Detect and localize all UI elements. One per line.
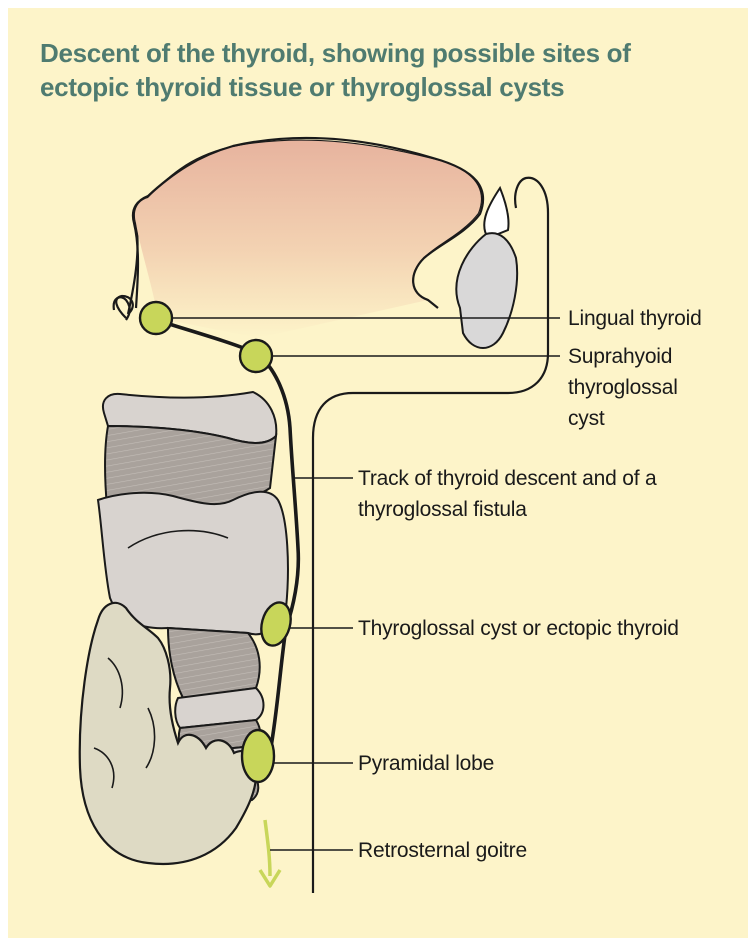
label-track-line-1: Track of thyroid descent and of a xyxy=(358,467,657,490)
label-pyramidal-lobe: Pyramidal lobe xyxy=(358,748,494,779)
lingual-thyroid-site xyxy=(138,300,174,336)
label-track-line-2: thyroglossal fistula xyxy=(358,498,527,521)
label-retrosternal-goitre: Retrosternal goitre xyxy=(358,835,527,866)
cricothyroid-membrane xyxy=(166,626,261,700)
label-track-descent: Track of thyroid descent and of a thyrog… xyxy=(358,463,657,525)
label-lingual-line-1: Lingual thyroid xyxy=(568,307,702,330)
pyramidal-lobe-site xyxy=(240,728,276,784)
tongue-outline xyxy=(112,136,485,321)
thyroid-notch-line xyxy=(127,529,229,549)
label-suprahyoid-line-1: Suprahyoid xyxy=(568,345,673,368)
label-suprahyoid-line-3: cyst xyxy=(568,407,605,430)
pharyngeal-wall xyxy=(455,232,519,349)
diagram-title: Descent of the thyroid, showing possible… xyxy=(40,36,720,104)
label-suprahyoid-line-2: thyroglossal xyxy=(568,376,678,399)
thyroid-lobule-line-3 xyxy=(145,707,156,769)
epiglottis xyxy=(483,185,510,240)
label-retrosternal-line-1: Retrosternal goitre xyxy=(358,839,527,862)
retrosternal-arrow xyxy=(263,819,272,877)
label-cyst-line-1: Thyroglossal cyst or ectopic thyroid xyxy=(358,617,679,640)
anatomy-illustration xyxy=(78,136,560,893)
posterior-pharynx-outline xyxy=(311,176,550,893)
label-pyramidal-line-1: Pyramidal lobe xyxy=(358,752,495,775)
thyroid-lobule-line-2 xyxy=(93,747,115,789)
thyroglossal-cyst-site xyxy=(260,601,292,647)
label-suprahyoid-cyst: Suprahyoid thyroglossal cyst xyxy=(568,341,678,434)
thyroid-lobule-line-1 xyxy=(107,657,124,709)
label-lingual-thyroid: Lingual thyroid xyxy=(568,303,702,334)
tongue-fill xyxy=(134,140,481,338)
title-line-2: ectopic thyroid tissue or thyroglossal c… xyxy=(40,72,565,102)
label-thyroglossal-cyst: Thyroglossal cyst or ectopic thyroid xyxy=(358,613,679,644)
suprahyoid-cyst-site xyxy=(238,338,274,374)
thyroid-cartilage xyxy=(96,490,289,636)
retrosternal-arrow-head xyxy=(258,869,282,888)
diagram-figure: Descent of the thyroid, showing possible… xyxy=(8,8,748,938)
title-line-1: Descent of the thyroid, showing possible… xyxy=(40,38,631,68)
